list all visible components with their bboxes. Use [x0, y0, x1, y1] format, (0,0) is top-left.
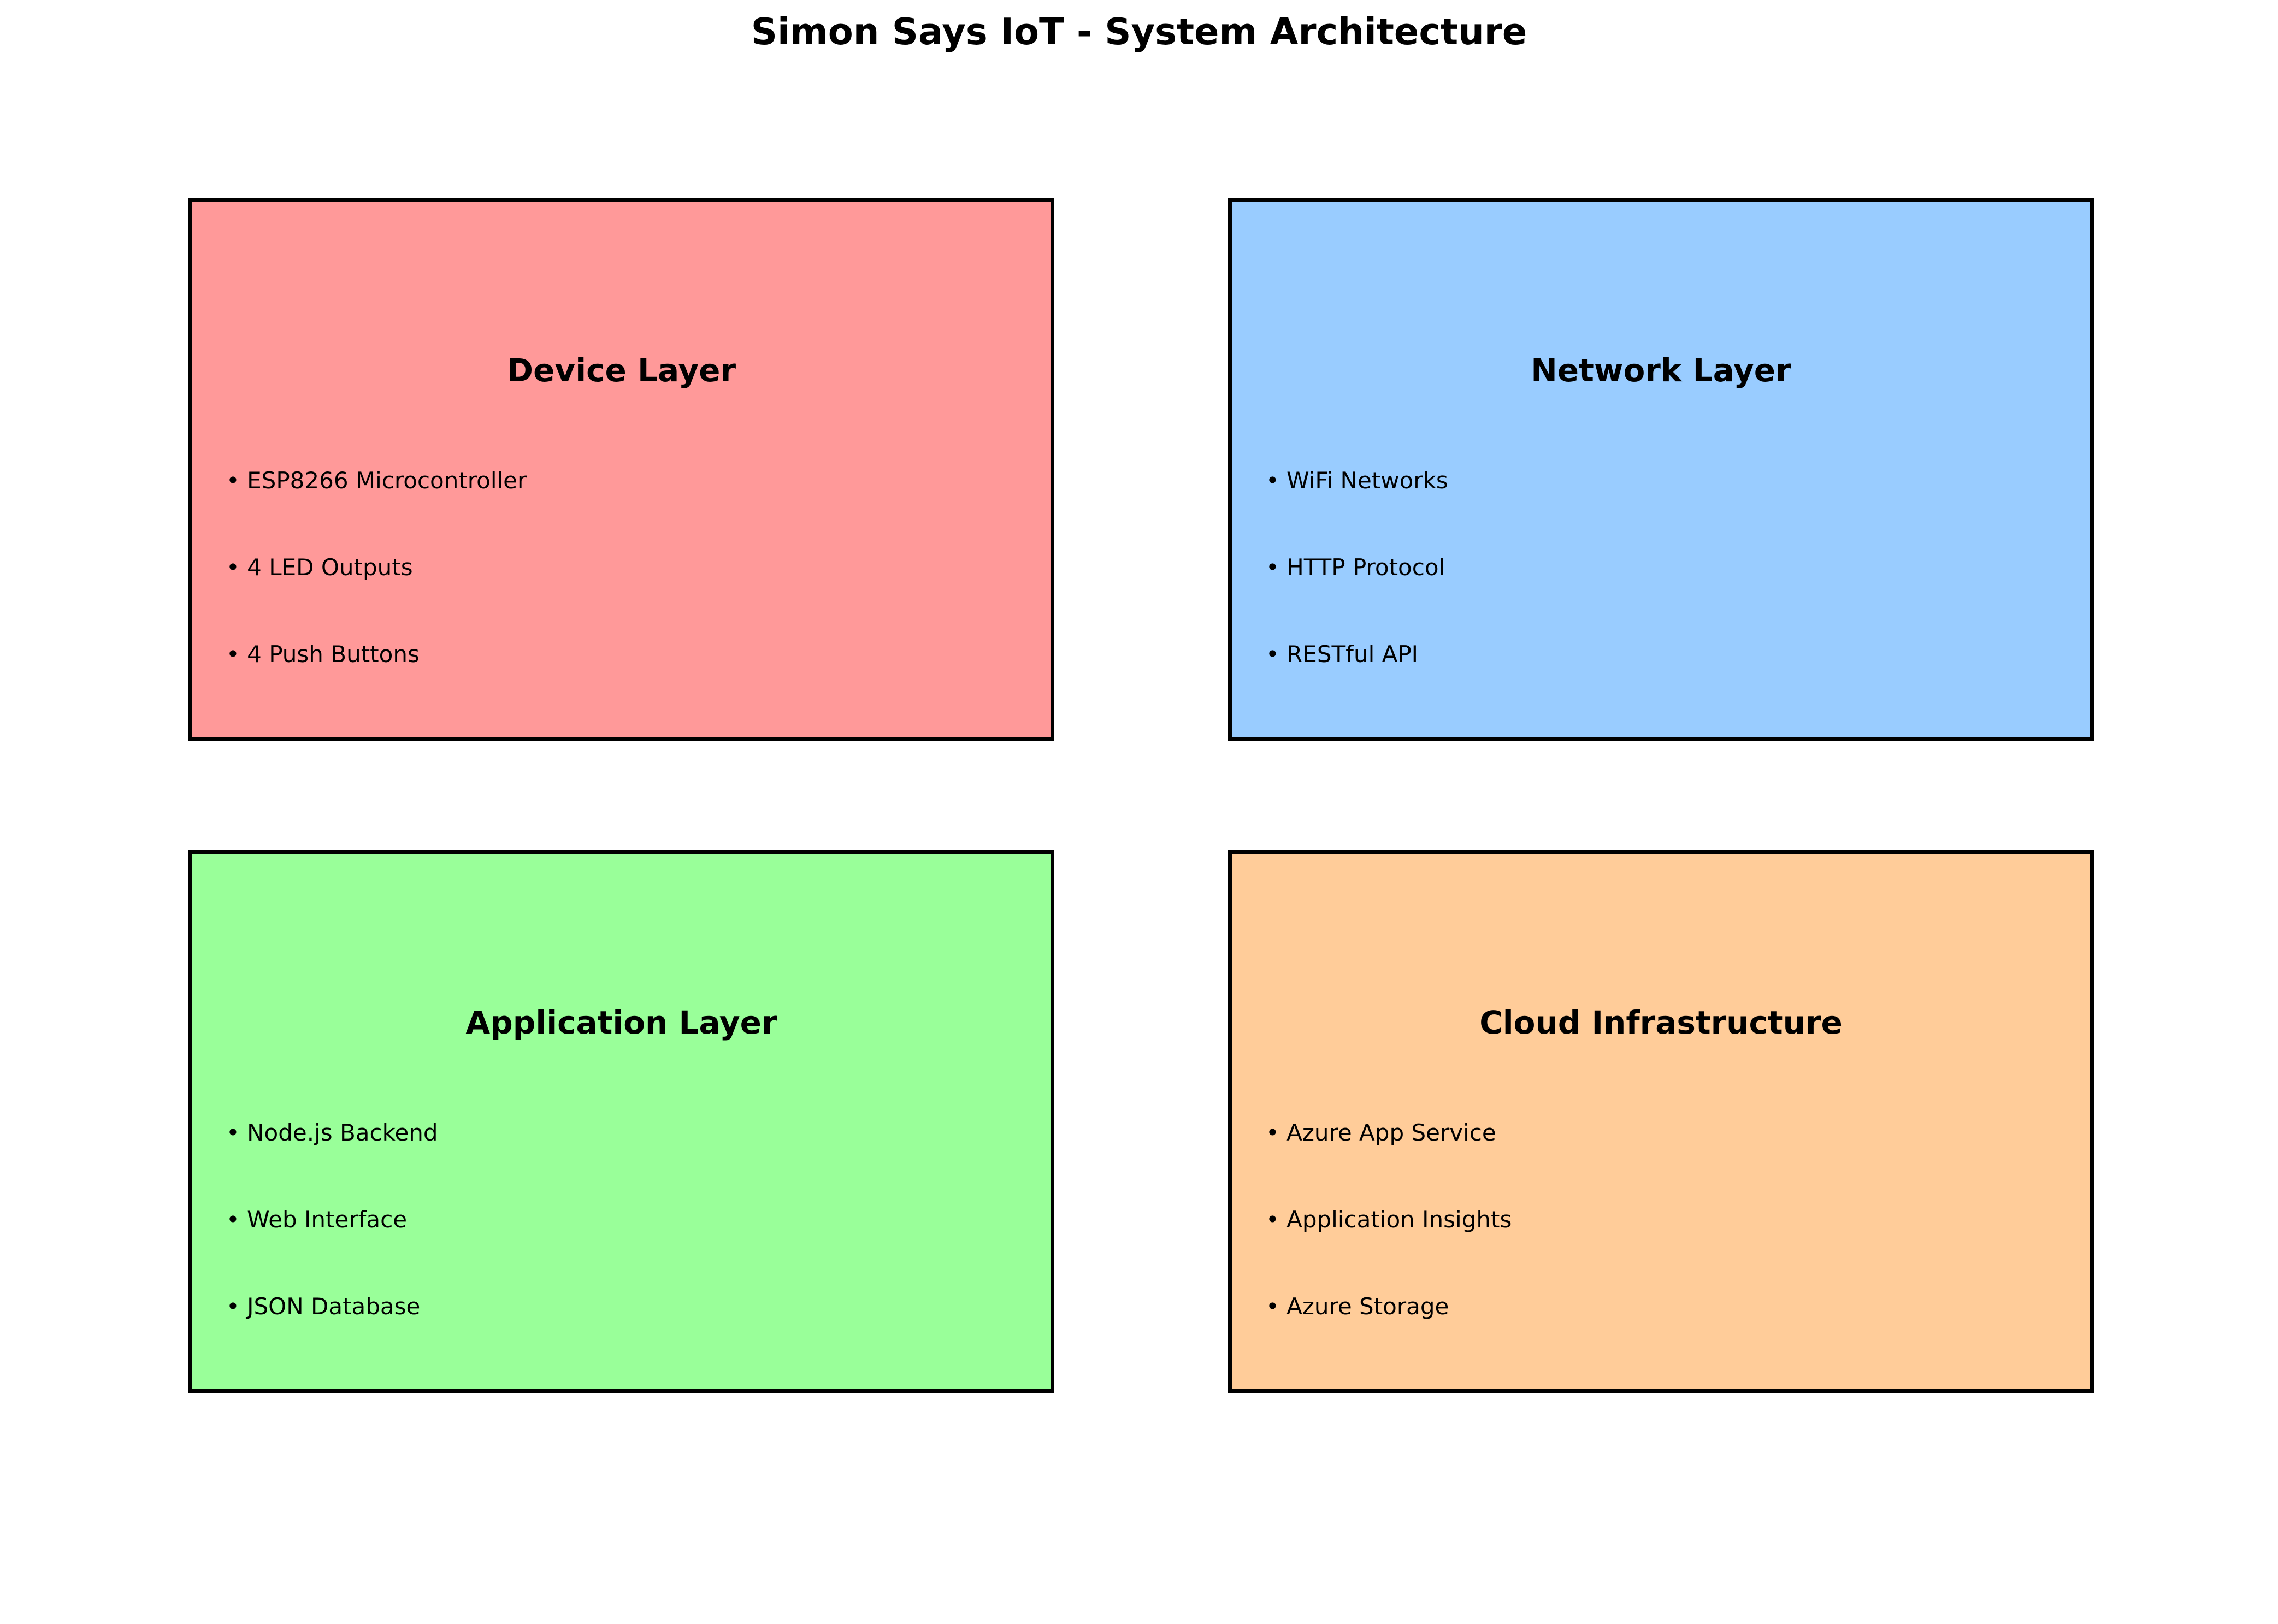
network-layer-box: Network Layer • WiFi Networks • HTTP Pro… [1228, 198, 2094, 741]
application-layer-item: • Node.js Backend [226, 1119, 438, 1146]
cloud-infrastructure-items: • Azure App Service • Application Insigh… [1266, 1119, 1512, 1379]
network-layer-items: • WiFi Networks • HTTP Protocol • RESTfu… [1266, 466, 1448, 727]
application-layer-items: • Node.js Backend • Web Interface • JSON… [226, 1119, 438, 1379]
cloud-infrastructure-item: • Azure Storage [1266, 1293, 1449, 1320]
device-layer-item: • 4 Push Buttons [226, 641, 420, 668]
application-layer-item: • JSON Database [226, 1293, 421, 1320]
cloud-infrastructure-item: • Application Insights [1266, 1206, 1512, 1233]
network-layer-item: • HTTP Protocol [1266, 554, 1445, 581]
device-layer-item: • ESP8266 Microcontroller [226, 467, 527, 494]
device-layer-box: Device Layer • ESP8266 Microcontroller •… [188, 198, 1054, 741]
network-layer-item: • RESTful API [1266, 641, 1419, 668]
device-layer-item: • 4 LED Outputs [226, 554, 413, 581]
device-layer-items: • ESP8266 Microcontroller • 4 LED Output… [226, 466, 527, 727]
device-layer-title: Device Layer [506, 352, 736, 389]
cloud-infrastructure-item: • Azure App Service [1266, 1119, 1496, 1146]
application-layer-box: Application Layer • Node.js Backend • We… [188, 850, 1054, 1393]
application-layer-item: • Web Interface [226, 1206, 408, 1233]
network-layer-title: Network Layer [1531, 352, 1791, 389]
application-layer-title: Application Layer [465, 1004, 777, 1041]
diagram-title: Simon Says IoT - System Architecture [751, 10, 1527, 53]
network-layer-item: • WiFi Networks [1266, 467, 1448, 494]
cloud-infrastructure-box: Cloud Infrastructure • Azure App Service… [1228, 850, 2094, 1393]
cloud-infrastructure-title: Cloud Infrastructure [1479, 1004, 1843, 1041]
